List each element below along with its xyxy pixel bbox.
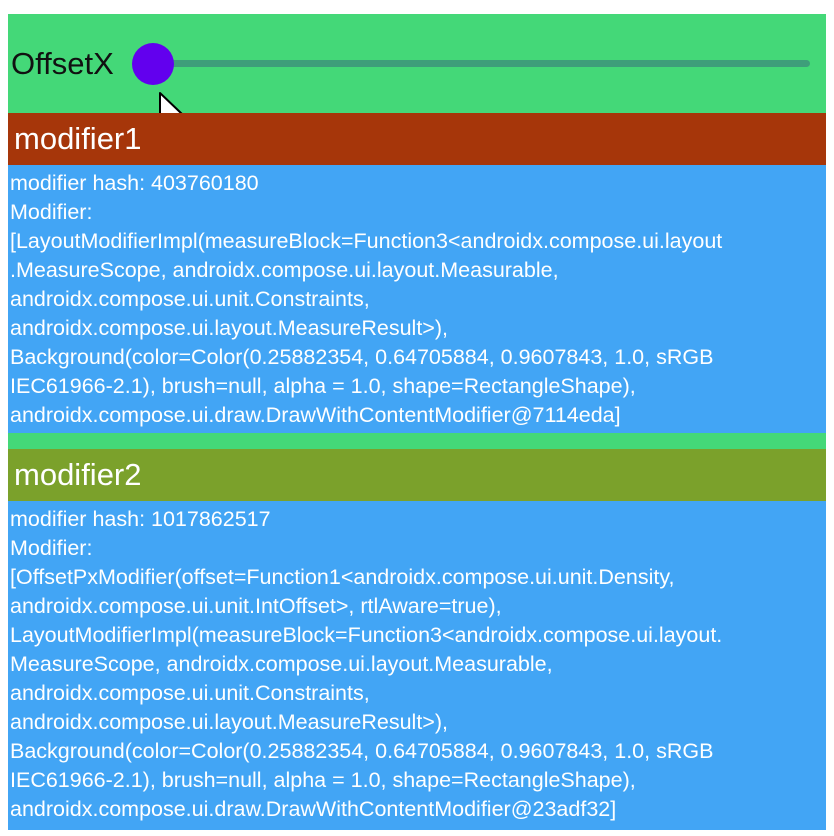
modifier1-header: modifier1 — [8, 113, 826, 165]
app-container: OffsetX modifier1 modifier hash: 4037601… — [8, 14, 826, 830]
slider-label: OffsetX — [11, 46, 114, 81]
modifier2-line: androidx.compose.ui.layout.MeasureResult… — [10, 710, 448, 734]
modifier2-line: Background(color=Color(0.25882354, 0.647… — [10, 739, 714, 763]
modifier1-details: modifier hash: 403760180 Modifier: [Layo… — [8, 165, 826, 433]
modifier2-header: modifier2 — [8, 449, 826, 501]
modifier1-line: androidx.compose.ui.layout.MeasureResult… — [10, 316, 448, 340]
modifier1-line: Modifier: — [10, 200, 93, 224]
modifier1-line: Background(color=Color(0.25882354, 0.647… — [10, 345, 714, 369]
modifier2-line: Modifier: — [10, 536, 93, 560]
slider-thumb[interactable] — [132, 43, 174, 85]
modifier2-line: androidx.compose.ui.unit.Constraints, — [10, 681, 370, 705]
modifier2-line: LayoutModifierImpl(measureBlock=Function… — [10, 623, 723, 647]
modifier2-line: IEC61966-2.1), brush=null, alpha = 1.0, … — [10, 768, 636, 792]
modifier2-line: [OffsetPxModifier(offset=Function1<andro… — [10, 565, 675, 589]
modifier1-line: androidx.compose.ui.draw.DrawWithContent… — [10, 403, 621, 427]
modifier1-line: .MeasureScope, androidx.compose.ui.layou… — [10, 258, 559, 282]
modifier2-line: modifier hash: 1017862517 — [10, 507, 271, 531]
modifier2-line: MeasureScope, androidx.compose.ui.layout… — [10, 652, 553, 676]
modifier1-line: IEC61966-2.1), brush=null, alpha = 1.0, … — [10, 374, 636, 398]
slider-track[interactable] — [152, 60, 810, 67]
modifier1-line: modifier hash: 403760180 — [10, 171, 259, 195]
modifier2-line: androidx.compose.ui.draw.DrawWithContent… — [10, 797, 617, 821]
modifier1-line: androidx.compose.ui.unit.Constraints, — [10, 287, 370, 311]
modifier1-line: [LayoutModifierImpl(measureBlock=Functio… — [10, 229, 723, 253]
offsetx-slider-row: OffsetX — [8, 14, 826, 129]
modifier2-details: modifier hash: 1017862517 Modifier: [Off… — [8, 501, 826, 830]
modifier2-line: androidx.compose.ui.unit.IntOffset>, rtl… — [10, 594, 502, 618]
